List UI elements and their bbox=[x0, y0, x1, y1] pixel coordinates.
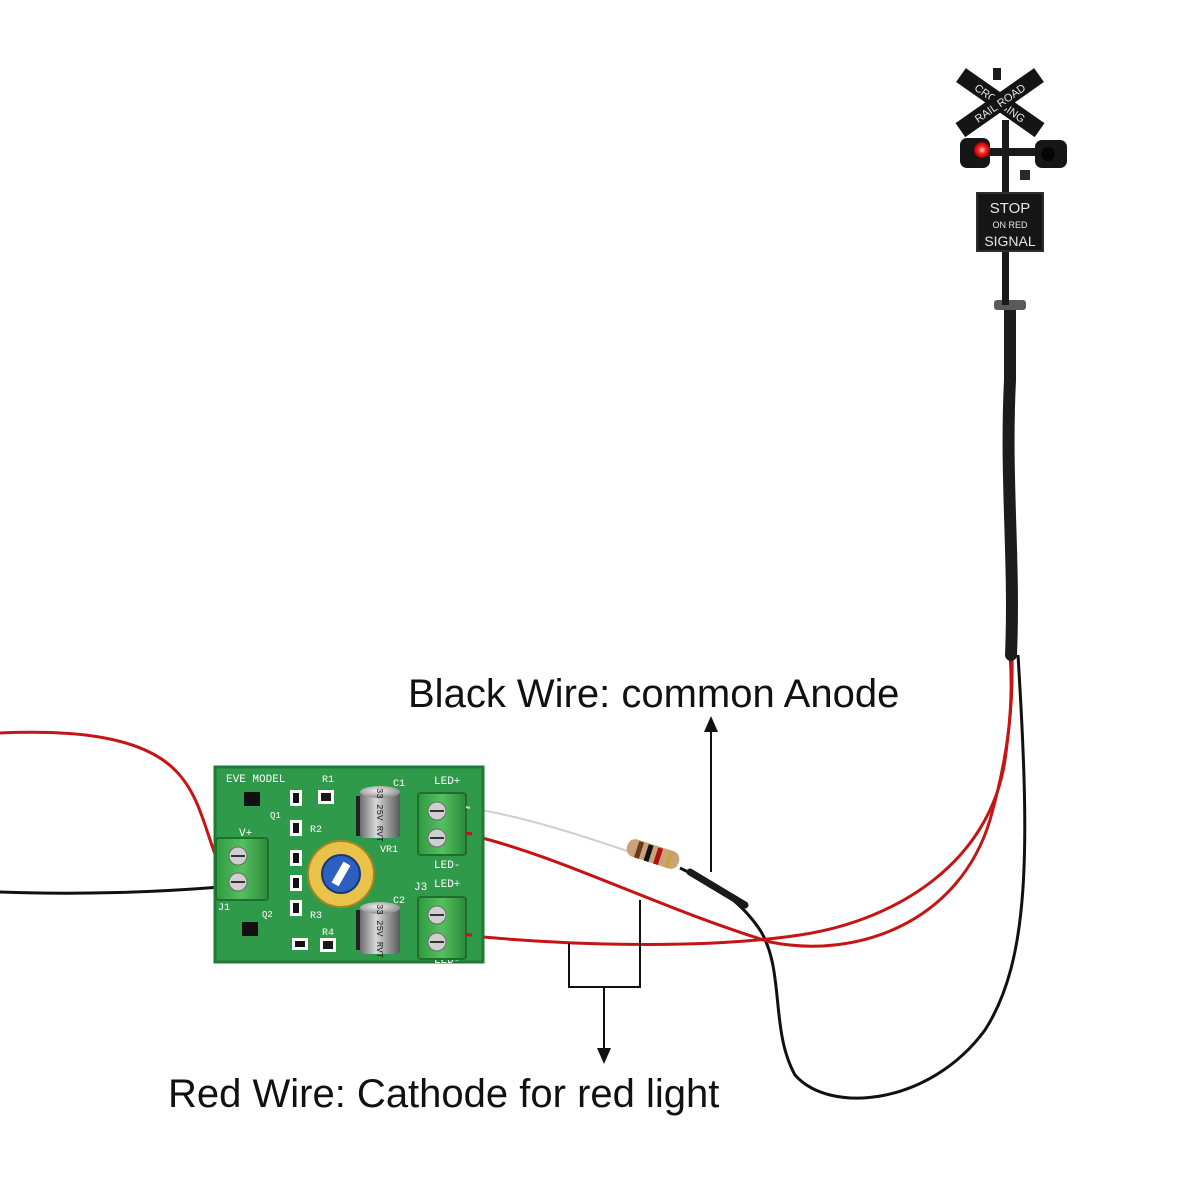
terminal-j2 bbox=[417, 792, 467, 856]
black-wire-label: Black Wire: common Anode bbox=[408, 672, 900, 716]
label-led-minus-top: LED- bbox=[434, 860, 460, 872]
label-j1: J1 bbox=[218, 903, 230, 914]
pcb-title: EVE MODEL bbox=[226, 774, 285, 786]
label-r1: R1 bbox=[322, 775, 334, 786]
stop-sign-line2: ON RED bbox=[992, 220, 1028, 230]
terminal-j3 bbox=[417, 896, 467, 960]
heat-shrink bbox=[686, 868, 749, 909]
signal-wire-black bbox=[679, 654, 1027, 1100]
resistor-lead bbox=[461, 806, 631, 853]
red-led bbox=[974, 142, 990, 158]
pcb-board: EVE MODEL R1 C1 LED+ LED- J3 LED+ LED- C… bbox=[213, 765, 485, 967]
label-q1: Q1 bbox=[270, 811, 281, 821]
capacitor-c2: 33 25V RVT bbox=[356, 902, 400, 959]
label-j3: J3 bbox=[414, 882, 427, 894]
label-r2: R2 bbox=[310, 825, 322, 836]
anode-callout-arrow bbox=[704, 716, 718, 872]
supply-wire-red bbox=[0, 730, 220, 863]
label-r3: R3 bbox=[310, 911, 322, 922]
signal-wire-red-bottom bbox=[461, 654, 1013, 946]
label-r4: R4 bbox=[322, 928, 334, 939]
supply-wire-black bbox=[0, 885, 221, 895]
cap1-text: 33 25V RVT bbox=[374, 788, 384, 843]
stop-sign-line1: STOP bbox=[990, 200, 1031, 217]
label-led-plus-top: LED+ bbox=[434, 776, 460, 788]
label-c2: C2 bbox=[393, 896, 405, 907]
label-led-plus-bottom: LED+ bbox=[434, 879, 460, 891]
terminal-j1 bbox=[215, 837, 269, 901]
crossbuck-sign: CROSSING RAIL ROAD bbox=[955, 68, 1045, 138]
red-wire-label: Red Wire: Cathode for red light bbox=[168, 1072, 720, 1116]
cathode-callout-bracket bbox=[568, 900, 641, 1064]
crossing-signal: STOP ON RED SIGNAL CROSSING RAIL ROAD bbox=[955, 68, 1067, 661]
stop-sign-line3: SIGNAL bbox=[984, 233, 1036, 249]
label-c1: C1 bbox=[393, 779, 405, 790]
label-vr1: VR1 bbox=[380, 845, 398, 856]
label-q2: Q2 bbox=[262, 910, 273, 920]
cap2-text: 33 25V RVT bbox=[374, 904, 384, 959]
potentiometer bbox=[307, 840, 375, 908]
capacitor-c1: 33 25V RVT bbox=[356, 786, 400, 843]
stop-sign bbox=[976, 192, 1044, 252]
resistor bbox=[626, 839, 680, 869]
